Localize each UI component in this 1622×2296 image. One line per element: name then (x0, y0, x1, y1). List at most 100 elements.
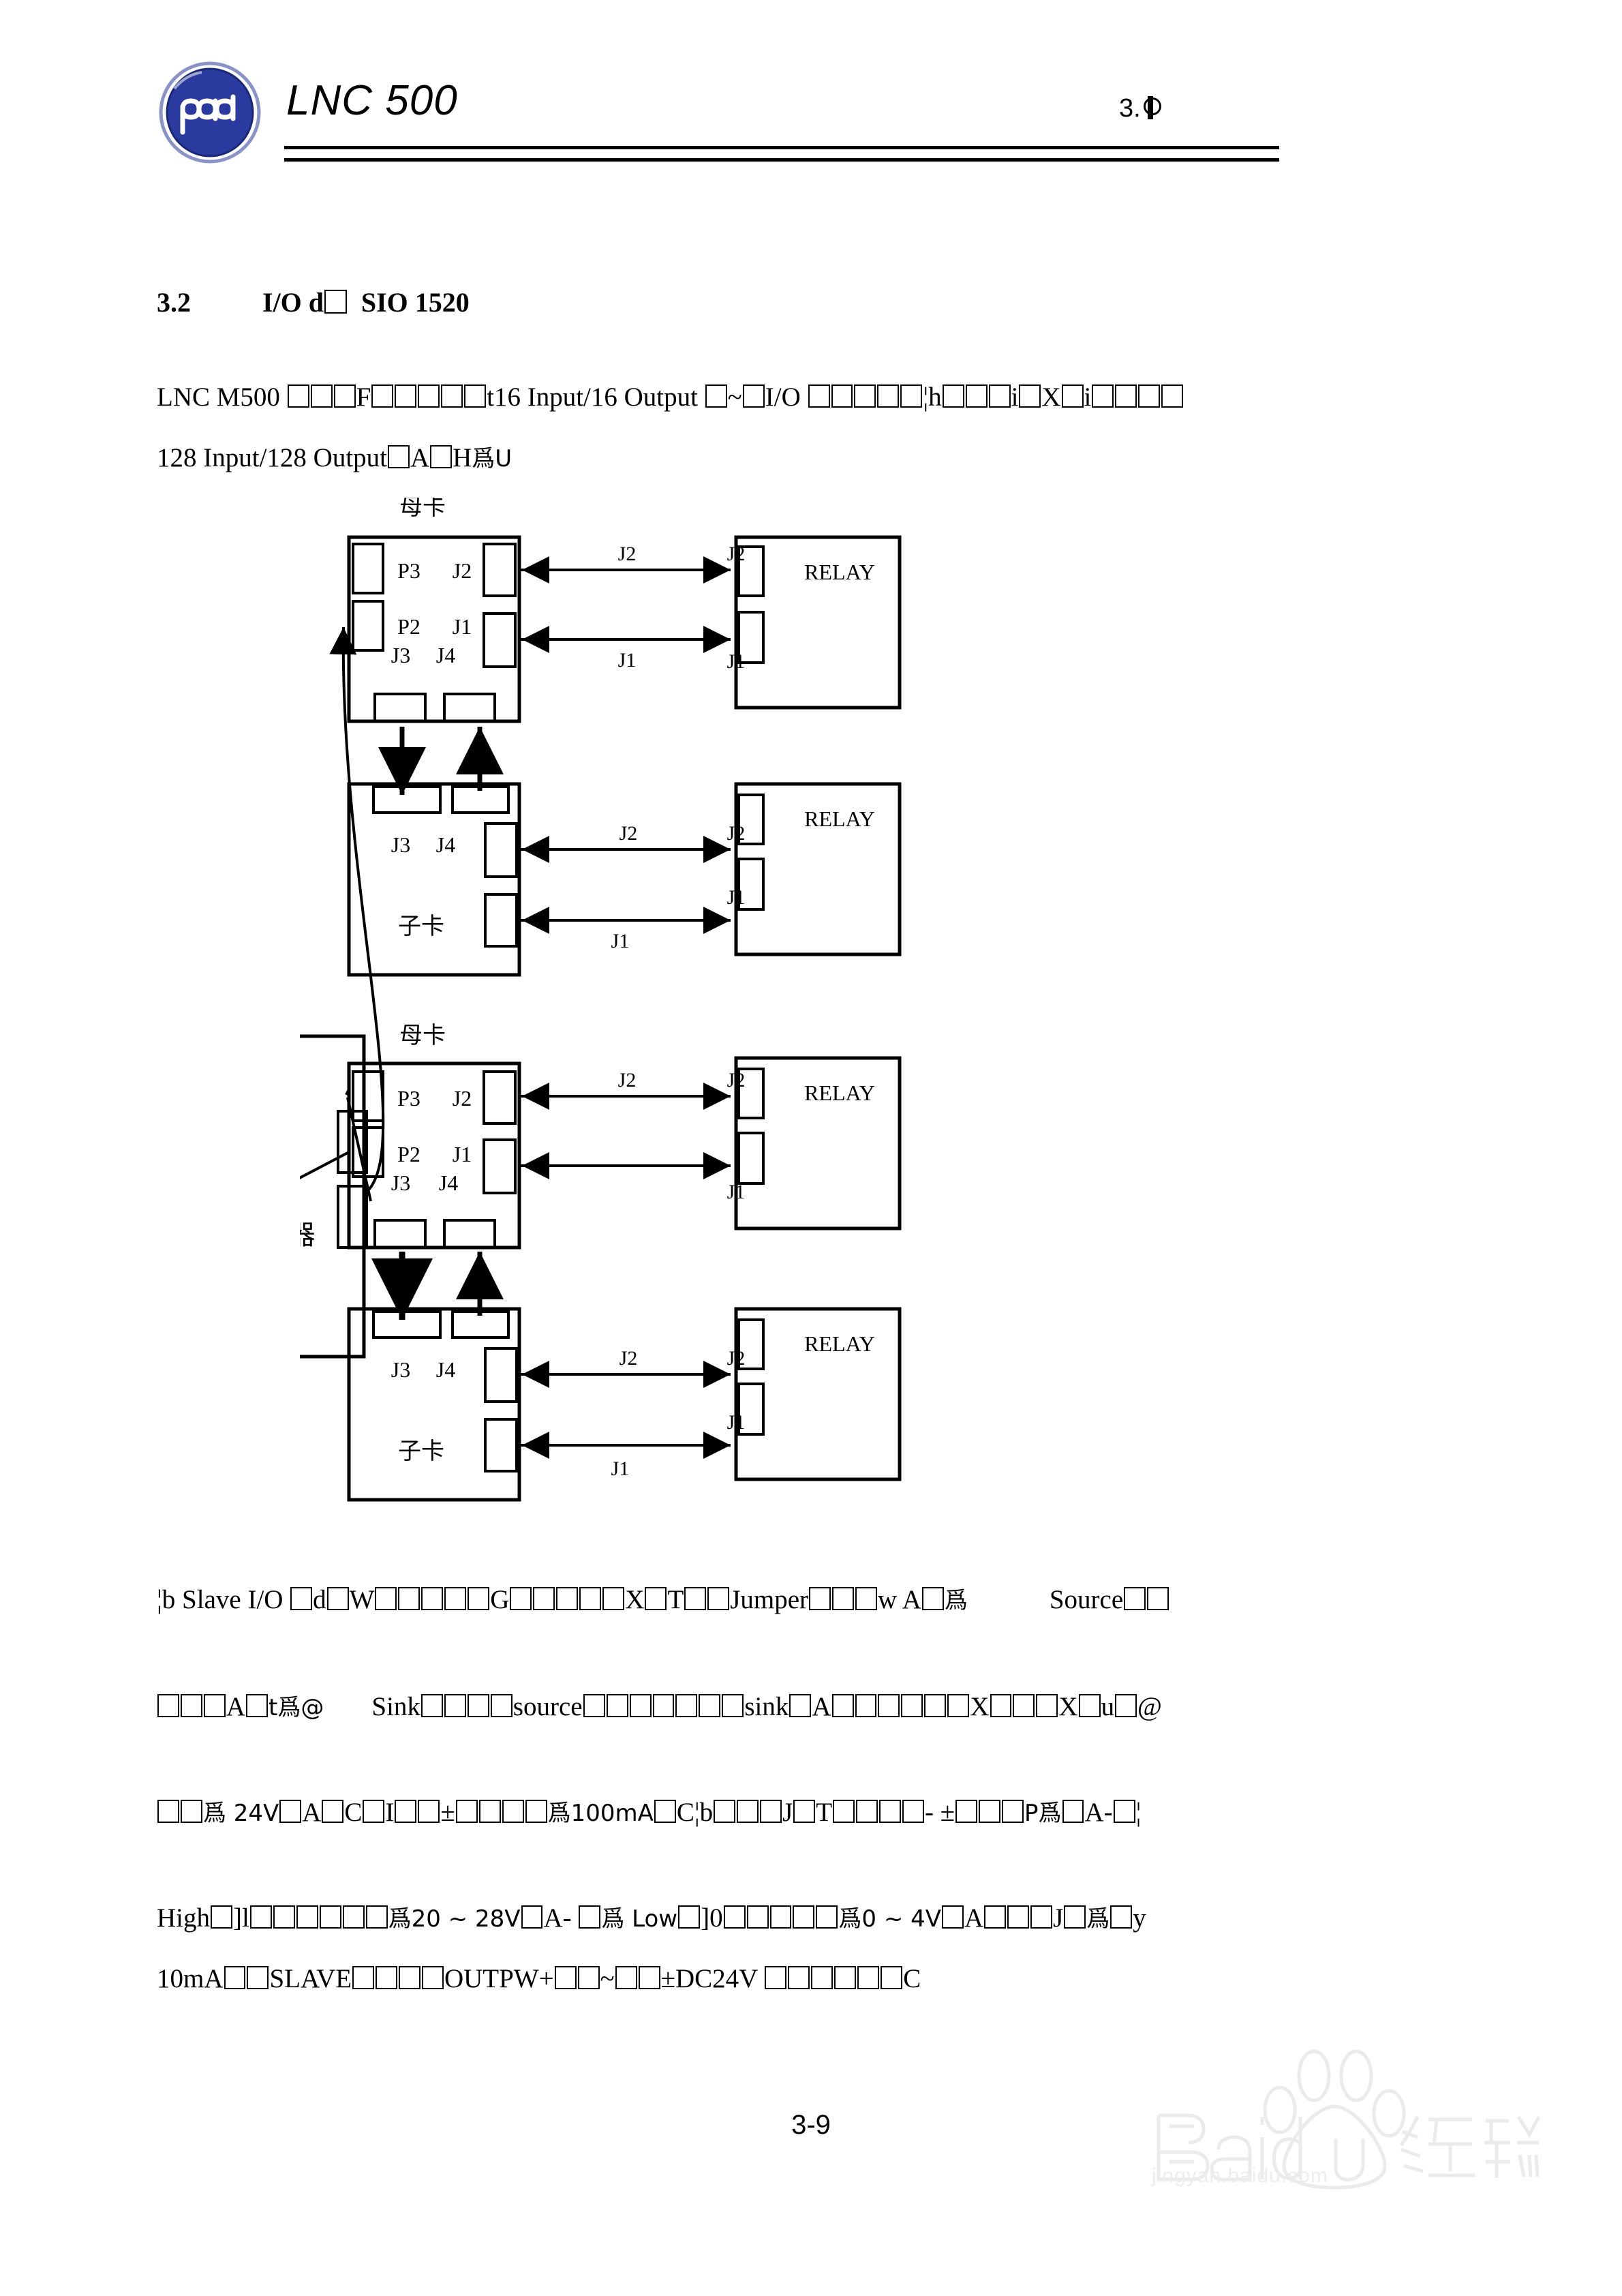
bp-l3-i: T (816, 1798, 833, 1827)
bp-l5-e: ~ (600, 1964, 615, 1993)
intro2-text-c: H (453, 443, 472, 472)
svg-text:RELAY: RELAY (804, 806, 875, 831)
svg-text:P2: P2 (397, 614, 420, 639)
svg-text:J2: J2 (453, 558, 472, 583)
svg-text:子卡: 子卡 (398, 913, 444, 940)
svg-text:J1: J1 (453, 1142, 472, 1166)
svg-text:J2: J2 (618, 543, 637, 565)
svg-text:J4: J4 (436, 643, 455, 667)
section-heading: 3.2 I/O d SIO 1520 (157, 286, 470, 318)
svg-text:J1: J1 (727, 1181, 746, 1203)
bp-l1-i: 爲 (944, 1587, 968, 1614)
svg-text:J1: J1 (727, 886, 746, 909)
bp-l3-e: ± (440, 1798, 455, 1827)
bp-l2-e: sink (744, 1692, 789, 1721)
svg-text:J2: J2 (727, 543, 746, 565)
svg-text:J2: J2 (453, 1086, 472, 1111)
section-title-part2: SIO 1520 (361, 287, 470, 318)
svg-text:P3: P3 (397, 558, 420, 583)
svg-text:J4: J4 (436, 1357, 455, 1382)
bp-l2-c: Sink (371, 1692, 420, 1721)
bp-l3-m: ¦ (1135, 1798, 1142, 1827)
section-title-glyph: d (308, 287, 324, 318)
svg-text:P2: P2 (397, 1142, 420, 1166)
bp-l2-a: A (226, 1692, 246, 1721)
bp-l1-j: Source (1049, 1585, 1124, 1614)
svg-text:J1: J1 (727, 1411, 746, 1434)
bp-l2-f: A (812, 1692, 831, 1721)
header-chapter-glyph-icon (1141, 95, 1161, 121)
section-number: 3.2 (157, 287, 191, 318)
bp-l4-g: 爲0 ~ 4V (838, 1905, 942, 1933)
bp-l3-b: A (302, 1798, 322, 1827)
bp-l3-k: P爲 (1024, 1800, 1062, 1827)
bp-l2-h: X (1058, 1692, 1078, 1721)
bp-l4-c: 爲20 ~ 28V (388, 1905, 521, 1933)
bp-l2-d: source (512, 1692, 583, 1721)
bp-l1-f: T (667, 1585, 684, 1614)
svg-text:P3: P3 (397, 1086, 420, 1111)
intro2-text-a: 128 Input/128 Output (157, 443, 387, 472)
intro-text-a: LNC M500 (157, 382, 280, 412)
svg-text:J1: J1 (727, 650, 746, 673)
bp-l4-a: High (157, 1903, 210, 1933)
intro-text-b: F (356, 382, 371, 412)
svg-text:J3: J3 (391, 832, 410, 857)
page-number: 3-9 (791, 2110, 831, 2140)
bp-l5-a: 10mA (157, 1964, 224, 1993)
bp-l2-g: X (970, 1692, 990, 1721)
header-chapter-number: 3. (1119, 94, 1161, 123)
bp-l2-j: @ (1137, 1692, 1162, 1721)
intro-text-i: X (1041, 382, 1061, 412)
bp-l3-d: I (385, 1798, 395, 1827)
bp-l5-f: ±DC24V (660, 1964, 758, 1993)
bp-l3-a: 爲 24V (202, 1800, 279, 1827)
bp-l3-l: A- (1084, 1798, 1113, 1827)
bp-l4-d: A- (543, 1903, 572, 1933)
bp-l3-h: J (782, 1798, 793, 1827)
svg-text:RELAY: RELAY (804, 1331, 875, 1356)
bp-l3-c: C (344, 1798, 363, 1827)
bp-l2-b: t爲@ (269, 1694, 324, 1721)
intro-text-h: i (1011, 382, 1019, 412)
svg-text:母卡: 母卡 (399, 498, 446, 521)
svg-text:J3: J3 (391, 643, 410, 667)
bp-l1-a: ¦b Slave I/O (157, 1585, 284, 1614)
header-title: LNC 500 (286, 77, 458, 124)
svg-text:J1: J1 (611, 1457, 630, 1480)
svg-text:J1: J1 (453, 614, 472, 639)
bp-l5-g: C (903, 1964, 921, 1993)
svg-text:控 制 器: 控 制 器 (300, 1220, 321, 1251)
bp-l3-f: 爲100mA (547, 1800, 654, 1827)
svg-text:J3: J3 (391, 1170, 410, 1195)
svg-text:J2: J2 (619, 822, 638, 845)
intro-text-f: I/O (765, 382, 801, 412)
intro2-text-b: A (410, 443, 430, 472)
pcd-logo-icon (158, 61, 262, 164)
watermark-url-text: jingyan.baidu.com (1152, 2164, 1328, 2187)
svg-text:母卡: 母卡 (399, 1022, 446, 1049)
bp-l4-i: J (1053, 1903, 1064, 1933)
bp-l4-f: ]0 (701, 1903, 723, 1933)
bp-l2-i: u (1101, 1692, 1115, 1721)
intro2-text-d: 爲U (472, 445, 512, 472)
bp-l5-c: OUTPW (444, 1964, 539, 1993)
bp-l3-j: - ± (924, 1798, 955, 1827)
missing-glyph-box (324, 290, 347, 314)
bp-l5-d: + (538, 1964, 554, 1993)
header-divider (284, 146, 1279, 162)
bp-l4-b: ]l (232, 1903, 249, 1933)
bp-l1-e: X (625, 1585, 645, 1614)
bp-l1-c: W (349, 1585, 375, 1614)
intro-text-e: ~ (727, 382, 742, 412)
bp-l4-k: y (1133, 1903, 1146, 1933)
section-title-part1: I/O (262, 287, 302, 318)
baidu-watermark (1131, 2035, 1541, 2192)
intro-text-c: t (487, 382, 494, 412)
svg-text:J2: J2 (727, 822, 746, 845)
